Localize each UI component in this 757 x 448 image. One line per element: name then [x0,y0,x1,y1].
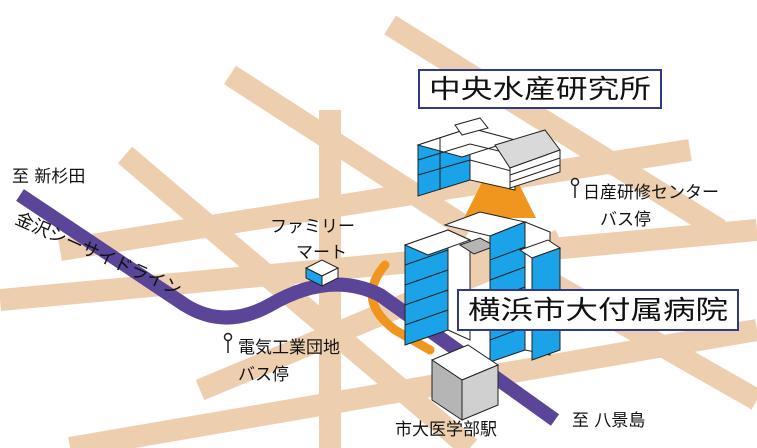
label-denki-kogyo-danchi-line1: 電気工業団地 [238,338,340,358]
label-nissan-training-center-line1: 日産研修センター [583,183,719,203]
boxed-label-yokohama-city-univ-hospital: 横浜市大付属病院 [457,289,739,331]
label-nissan-training-center-line2: バス停 [600,210,651,230]
road-middle-diagonal [0,219,757,311]
bus-stop-icon-nissan [570,177,580,198]
road-bottom [68,319,757,448]
boxed-label-central-fisheries-institute: 中央水産研究所 [418,69,662,109]
kanazawa-seaside-line-track [16,189,560,426]
road-top-right [384,15,726,240]
route-to-hospital [367,260,435,355]
central-fisheries-institute-building [416,117,561,197]
road-top-left [224,65,476,240]
label-familymart-line1: ファミリー [270,217,355,237]
road-upper-diagonal [58,139,692,261]
label-familymart-line2: マート [296,243,347,263]
label-yokohama-city-univ-hospital: 横浜市大付属病院 [468,296,728,326]
shidai-igakubu-station-building [430,344,500,421]
bus-stop-icon-denki [223,332,233,353]
label-central-fisheries-institute: 中央水産研究所 [429,75,651,105]
label-to-shinsugita: 至 新杉田 [12,167,85,187]
label-to-hakkeijima: 至 八景島 [572,411,645,431]
hospital-building-complex [403,211,562,363]
familymart-store [304,259,340,287]
label-denki-kogyo-danchi-line2: バス停 [238,365,289,385]
label-shidai-igakubu-station: 市大医学部駅 [395,420,497,440]
